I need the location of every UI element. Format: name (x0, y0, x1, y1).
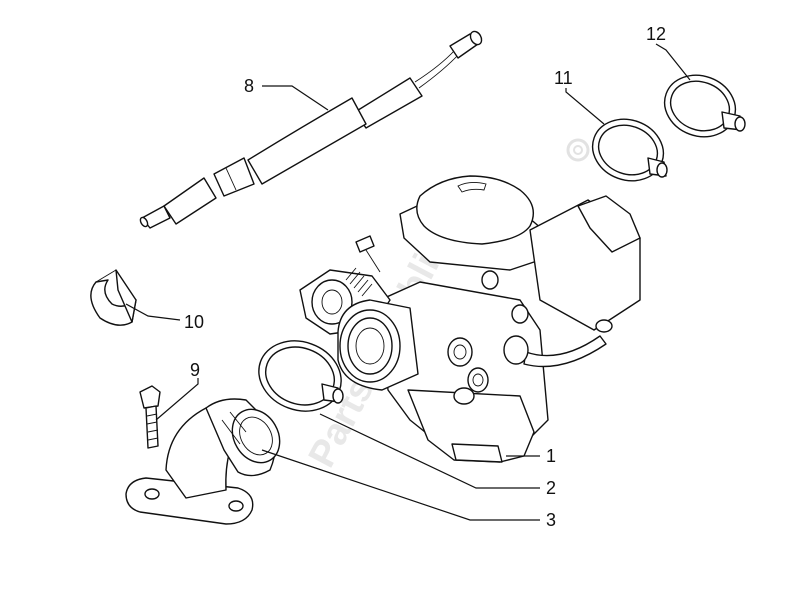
hose-clamp-small-part (591, 118, 668, 182)
callout-11: 11 (554, 68, 573, 88)
leader-line-12 (655, 43, 691, 81)
clamp-front-part (258, 340, 344, 412)
callout-9: 9 (190, 360, 200, 380)
callout-10: 10 (184, 312, 204, 332)
callout-8: 8 (244, 76, 254, 96)
leader-line-2 (319, 413, 540, 489)
leader-line-10 (125, 303, 181, 321)
carburettor-part (299, 175, 641, 463)
callout-labels: 1 2 3 8 9 10 11 12 (184, 24, 666, 530)
callout-1: 1 (546, 446, 556, 466)
callout-12: 12 (646, 24, 666, 44)
throttle-cable-part (139, 30, 483, 229)
leader-line-8 (262, 85, 329, 111)
callout-3: 3 (546, 510, 556, 530)
leader-line-9 (155, 378, 199, 421)
hose-clamp-large-part (663, 74, 746, 138)
bolt-part (139, 385, 161, 449)
spring-clip-part (90, 269, 137, 326)
gear-watermark-icon (566, 138, 590, 162)
leader-line-3 (261, 449, 540, 521)
leader-lines (125, 43, 691, 521)
intake-manifold-part (125, 398, 281, 525)
callout-2: 2 (546, 478, 556, 498)
leader-line-11 (565, 88, 605, 125)
